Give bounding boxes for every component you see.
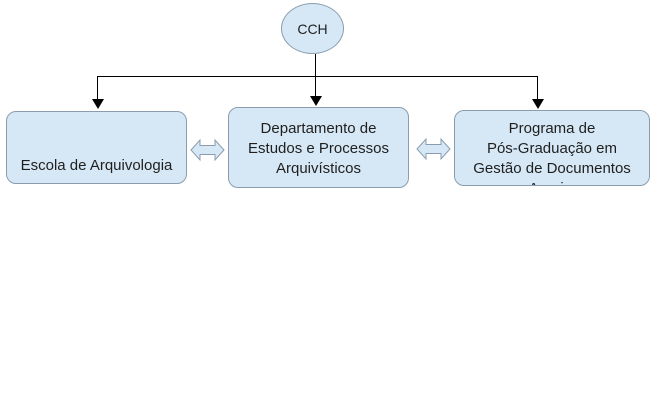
connector-drop-left (97, 76, 98, 100)
node-escola-de-arquivologia: Escola de Arquivologia (6, 111, 187, 184)
node-label-line: Departamento de (260, 120, 377, 137)
node-departamento-estudos-processos-arquivisticos: Departamento de Estudos e Processos Arqu… (228, 107, 409, 188)
node-label-line-clipped: e Arquivos (455, 179, 649, 185)
node-label-line: Gestão de Documentos (473, 160, 631, 177)
down-arrowhead-middle-icon (310, 96, 322, 106)
node-programa-pos-graduacao-gestao-documentos: Programa de Pós-Graduação em Gestão de D… (454, 110, 650, 186)
down-arrowhead-right-icon (532, 99, 544, 109)
connector-horizontal (97, 76, 538, 77)
node-label-line: Arquivísticos (275, 160, 362, 177)
node-label-line: Escola de Arquivologia (20, 157, 173, 174)
connector-drop-middle (315, 76, 316, 97)
connector-drop-right (537, 76, 538, 100)
node-label-line: Pós-Graduação em (486, 140, 618, 157)
connector-stem (315, 54, 316, 77)
double-arrow-left-icon (190, 138, 225, 162)
node-label-line: Programa de (508, 120, 596, 137)
double-arrow-right-icon (416, 137, 451, 161)
node-cch: CCH (281, 3, 344, 54)
down-arrowhead-left-icon (92, 99, 104, 109)
node-cch-label: CCH (297, 20, 328, 37)
node-label-line: Estudos e Processos (248, 140, 389, 157)
